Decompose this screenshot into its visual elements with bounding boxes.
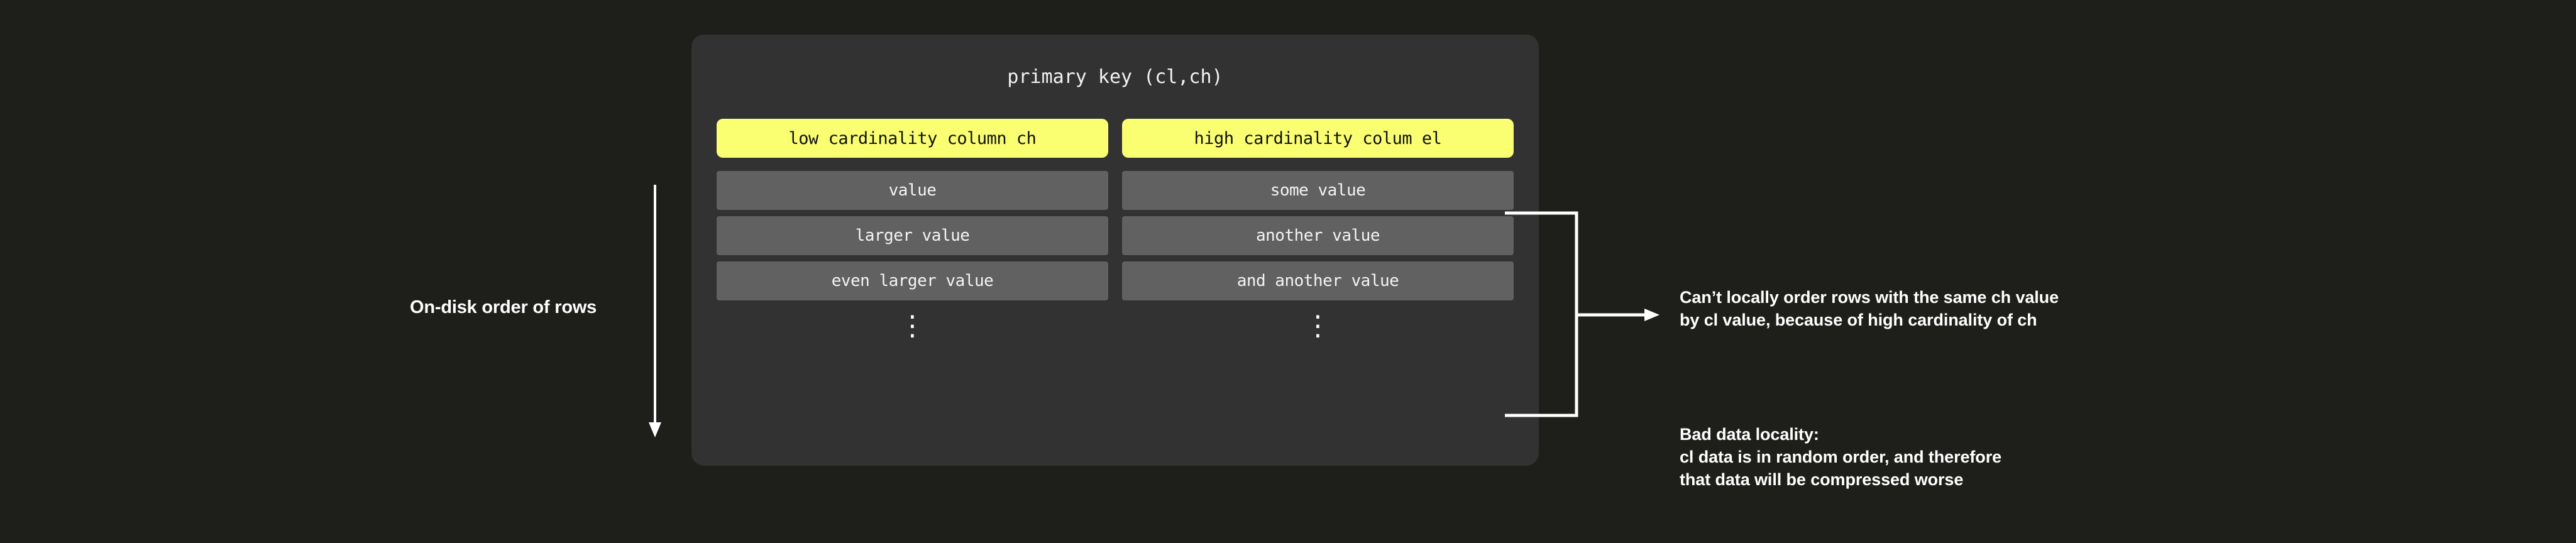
table-row: larger value: [717, 216, 1108, 255]
bracket-arrow-right-icon: [1505, 211, 1660, 417]
vertical-ellipsis-icon: ⋮: [1304, 310, 1332, 342]
vertical-ellipsis-icon: ⋮: [898, 310, 927, 342]
column-low-cardinality: low cardinality column ch value larger v…: [717, 119, 1108, 346]
column-high-cardinality: high cardinality colum el some value ano…: [1122, 119, 1514, 346]
column-header-low-cardinality[interactable]: low cardinality column ch: [717, 119, 1108, 158]
table-row: even larger value: [717, 261, 1108, 300]
arrow-down-icon: [649, 185, 661, 437]
order-note: Can’t locally order rows with the same c…: [1680, 288, 2059, 330]
on-disk-order-label: On-disk order of rows: [410, 297, 597, 317]
column-header-high-cardinality[interactable]: high cardinality colum el: [1122, 119, 1514, 158]
table-row: value: [717, 171, 1108, 210]
page-title: primary key (cl,ch): [1007, 66, 1223, 88]
primary-key-panel: primary key (cl,ch) low cardinality colu…: [691, 35, 1539, 466]
table-row: another value: [1122, 216, 1514, 255]
locality-note: Bad data locality: cl data is in random …: [1680, 425, 2002, 490]
table-row: and another value: [1122, 261, 1514, 300]
table-row: some value: [1122, 171, 1514, 210]
column-grid: low cardinality column ch value larger v…: [717, 119, 1514, 346]
